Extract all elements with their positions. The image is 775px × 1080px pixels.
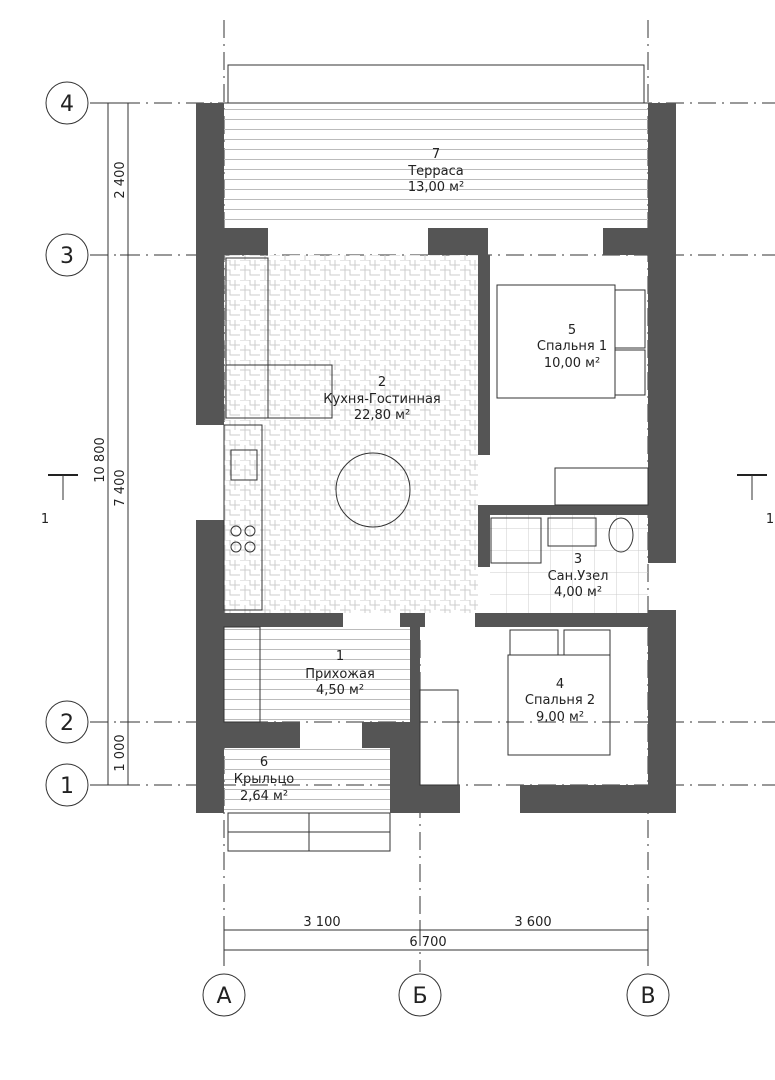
svg-text:Сан.Узел: Сан.Узел: [548, 569, 609, 584]
axis-marker-a: А: [202, 973, 246, 1017]
svg-text:13,00 м²: 13,00 м²: [408, 180, 464, 195]
svg-text:6 700: 6 700: [409, 935, 446, 950]
svg-text:4,00 м²: 4,00 м²: [554, 585, 602, 600]
svg-text:5: 5: [568, 323, 576, 338]
svg-text:7 400: 7 400: [113, 469, 128, 506]
svg-text:2: 2: [60, 711, 74, 736]
svg-text:1: 1: [336, 649, 344, 664]
walls: [196, 103, 676, 813]
kitchen-counter: [223, 424, 263, 611]
section-mark-right: 1: [737, 474, 774, 527]
svg-text:4: 4: [60, 92, 74, 117]
svg-text:4: 4: [556, 677, 564, 692]
svg-text:2 400: 2 400: [113, 161, 128, 198]
axis-marker-v: В: [626, 973, 670, 1017]
svg-text:2,64 м²: 2,64 м²: [240, 789, 288, 804]
wardrobe-hallway: [223, 626, 261, 723]
svg-text:Прихожая: Прихожая: [305, 667, 375, 682]
svg-text:1: 1: [41, 512, 49, 527]
section-mark-left: 1: [41, 474, 78, 527]
svg-text:Терраса: Терраса: [407, 164, 464, 179]
kitchen-floor: [224, 255, 478, 613]
svg-text:10,00 м²: 10,00 м²: [544, 356, 600, 371]
axis-marker-b: Б: [398, 973, 442, 1017]
shower: [490, 517, 542, 564]
room-label-5: 5 Спальня 1 10,00 м²: [537, 323, 607, 371]
dining-table: [335, 452, 411, 528]
axis-marker-1: 1: [45, 763, 89, 807]
room-label-1: 1 Прихожая 4,50 м²: [305, 649, 375, 698]
room-label-4: 4 Спальня 2 9,00 м²: [525, 677, 595, 725]
svg-text:3: 3: [574, 552, 582, 567]
svg-text:1: 1: [766, 512, 774, 527]
terrace-steps: [227, 64, 645, 104]
room-label-3: 3 Сан.Узел 4,00 м²: [548, 552, 609, 600]
svg-text:Кухня-Гостинная: Кухня-Гостинная: [323, 392, 440, 407]
terrace-floor: [224, 103, 648, 228]
axis-marker-2: 2: [45, 700, 89, 744]
svg-text:2: 2: [378, 375, 386, 390]
svg-text:3 600: 3 600: [514, 915, 551, 930]
svg-text:3 100: 3 100: [303, 915, 340, 930]
svg-text:Б: Б: [412, 984, 427, 1009]
svg-text:4,50 м²: 4,50 м²: [316, 683, 364, 698]
svg-text:Крыльцо: Крыльцо: [234, 772, 295, 787]
axis-marker-4: 4: [45, 81, 89, 125]
svg-text:А: А: [216, 984, 231, 1009]
svg-text:3: 3: [60, 244, 74, 269]
room-label-6: 6 Крыльцо 2,64 м²: [234, 755, 295, 804]
stove-icon: [230, 525, 256, 553]
porch-floor: [224, 748, 390, 813]
svg-text:7: 7: [432, 147, 440, 162]
room-label-7: 7 Терраса 13,00 м²: [407, 147, 464, 195]
svg-text:1: 1: [60, 774, 74, 799]
wardrobe-bedroom-1: [554, 467, 649, 506]
washbasin: [547, 517, 597, 547]
svg-text:1 000: 1 000: [113, 734, 128, 771]
room-label-2: 2 Кухня-Гостинная 22,80 м²: [323, 375, 440, 423]
svg-text:Спальня 2: Спальня 2: [525, 693, 595, 708]
bottom-dimensions: 3 100 3 600 6 700: [223, 915, 649, 956]
svg-text:В: В: [640, 984, 655, 1009]
svg-text:22,80 м²: 22,80 м²: [354, 408, 410, 423]
furniture: [223, 257, 649, 786]
sofa-chaise: [225, 364, 333, 419]
svg-text:Спальня 1: Спальня 1: [537, 339, 607, 354]
svg-text:9,00 м²: 9,00 м²: [536, 710, 584, 725]
toilet: [608, 517, 634, 553]
bed-2: [507, 654, 611, 756]
svg-text:10 800: 10 800: [93, 437, 108, 483]
wardrobe-bedroom-2: [419, 689, 459, 786]
left-dimensions: 10 800 2 400 7 400 1 000: [93, 102, 136, 786]
bathroom-floor: [490, 515, 648, 613]
hallway-floor: [224, 627, 414, 722]
svg-text:6: 6: [260, 755, 268, 770]
axis-marker-3: 3: [45, 233, 89, 277]
sink: [230, 449, 258, 481]
